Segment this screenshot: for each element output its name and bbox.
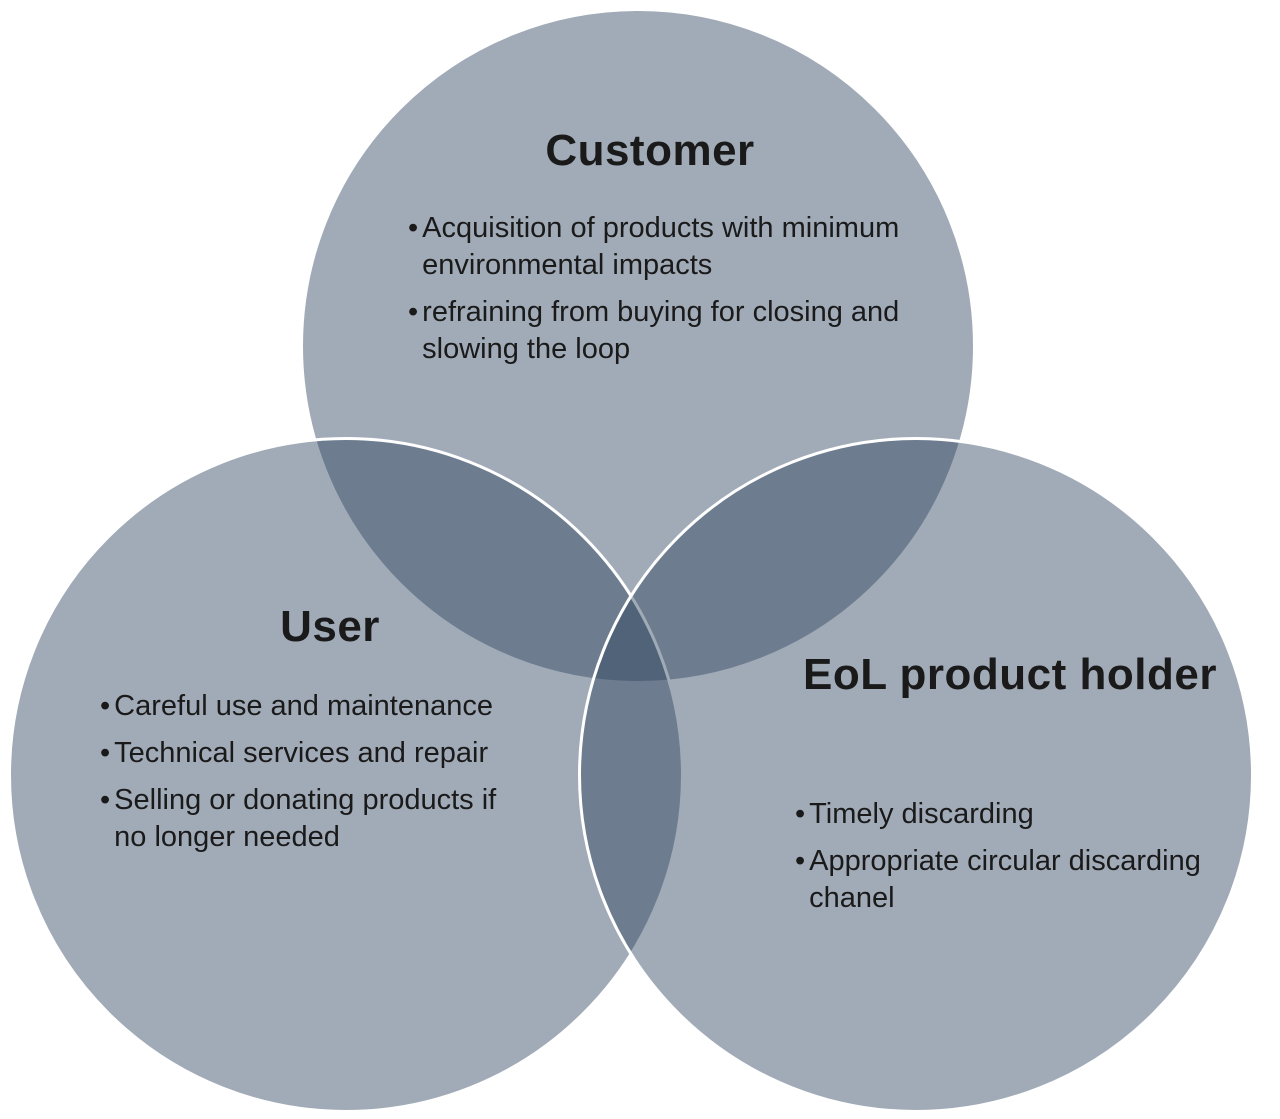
user-title: User	[280, 602, 380, 651]
list-item: • Acquisition of products with minimum e…	[408, 210, 918, 284]
list-item: • Timely discarding	[795, 796, 1215, 833]
bullet-icon: •	[795, 798, 806, 830]
bullet-icon: •	[100, 737, 111, 770]
bullet-icon: •	[408, 212, 419, 244]
user-bullet-3: Selling or donating products if no longe…	[114, 784, 497, 854]
customer-title: Customer	[545, 126, 755, 175]
bullet-icon: •	[795, 845, 806, 878]
eol-bullet-2: Appropriate circular discarding chanel	[809, 845, 1201, 915]
eol-product-holder-title: EoL product holder	[803, 650, 1217, 699]
eol-bullet-1: Timely discarding	[809, 798, 1034, 830]
list-item: • Appropriate circular discarding chanel	[795, 843, 1215, 917]
user-bullet-list: • Careful use and maintenance • Technica…	[100, 688, 530, 866]
bullet-icon: •	[408, 296, 419, 329]
customer-bullet-1: Acquisition of products with minimum env…	[422, 212, 900, 282]
list-item: • Technical services and repair	[100, 735, 530, 772]
list-item: • Selling or donating products if no lon…	[100, 782, 530, 856]
list-item: • refraining from buying for closing and…	[408, 294, 918, 368]
bullet-icon: •	[100, 690, 111, 722]
eol-bullet-list: • Timely discarding • Appropriate circul…	[795, 796, 1215, 927]
user-bullet-2: Technical services and repair	[114, 737, 489, 770]
user-circle	[8, 437, 684, 1113]
customer-bullet-list: • Acquisition of products with minimum e…	[408, 210, 918, 378]
customer-bullet-2: refraining from buying for closing and s…	[422, 296, 900, 366]
list-item: • Careful use and maintenance	[100, 688, 530, 725]
eol-product-holder-circle	[578, 437, 1254, 1113]
bullet-icon: •	[100, 784, 111, 817]
user-bullet-1: Careful use and maintenance	[114, 690, 494, 722]
